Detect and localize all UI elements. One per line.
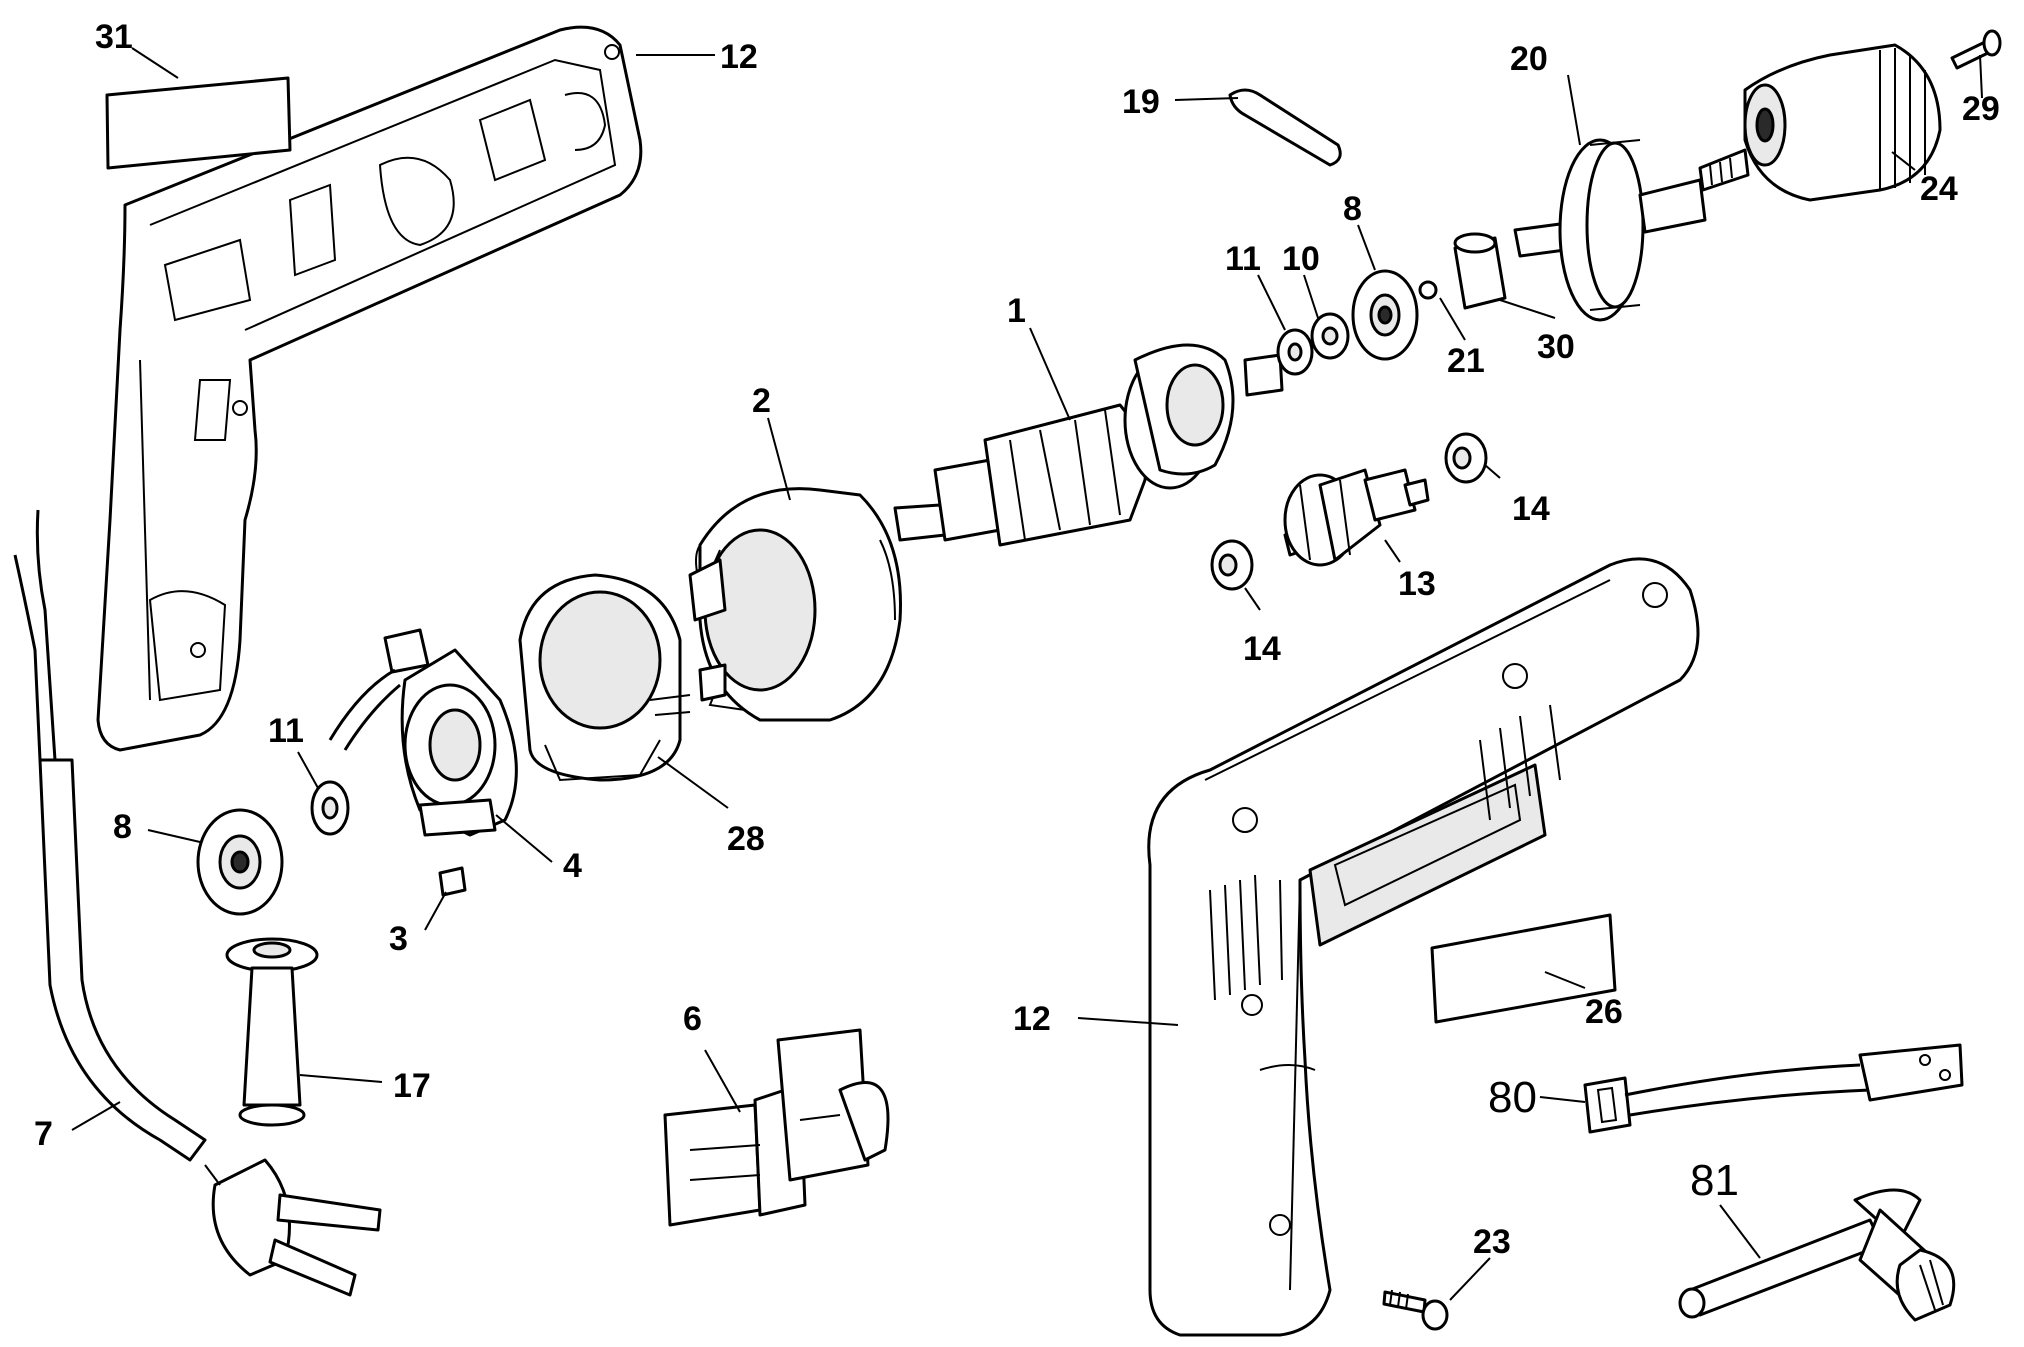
label-26: 26 xyxy=(1585,993,1623,1031)
screw-29 xyxy=(1950,29,2002,70)
washer-10 xyxy=(1310,312,1350,360)
label-1: 1 xyxy=(1007,292,1026,330)
key-holder-80 xyxy=(1583,1043,1964,1134)
label-31: 31 xyxy=(95,18,133,56)
label-plate-26 xyxy=(1430,913,1617,1024)
power-cord-7 xyxy=(13,509,382,1297)
label-20: 20 xyxy=(1510,40,1548,78)
strain-relief-17 xyxy=(225,937,319,1127)
housing-left-half xyxy=(96,25,643,752)
screw-23 xyxy=(1382,1289,1449,1331)
stator-field-2 xyxy=(688,487,902,722)
sleeve-30 xyxy=(1453,232,1507,310)
label-10: 10 xyxy=(1282,240,1320,278)
bearing-14-upper xyxy=(1444,432,1488,484)
label-23: 23 xyxy=(1473,1223,1511,1261)
intermediate-gear-13 xyxy=(1283,468,1430,567)
label-14-upper: 14 xyxy=(1512,490,1550,528)
label-7: 7 xyxy=(34,1115,53,1153)
spindle-gear-20 xyxy=(1513,138,1750,322)
label-8-lower: 8 xyxy=(113,808,132,846)
label-11-upper: 11 xyxy=(1225,240,1261,278)
label-4: 4 xyxy=(563,847,582,885)
label-80: 80 xyxy=(1488,1073,1537,1122)
label-2: 2 xyxy=(752,382,771,420)
fan-baffle-28 xyxy=(518,573,691,782)
label-30: 30 xyxy=(1537,328,1575,366)
label-24: 24 xyxy=(1920,170,1958,208)
housing-right-half xyxy=(1147,557,1700,1337)
label-17: 17 xyxy=(393,1067,431,1105)
bearing-8-left xyxy=(196,808,284,916)
bearing-14-lower xyxy=(1210,539,1254,591)
washer-11-left xyxy=(310,780,350,836)
label-11-lower: 11 xyxy=(268,712,304,750)
washer-11-right xyxy=(1276,328,1314,376)
ball-21 xyxy=(1418,280,1438,300)
label-19: 19 xyxy=(1122,83,1160,121)
part-labels: 31 12 19 20 29 24 8 11 10 1 21 30 2 14 1… xyxy=(34,18,2000,1261)
label-13: 13 xyxy=(1398,565,1436,603)
brush-holder-4 xyxy=(328,628,518,837)
label-14-lower: 14 xyxy=(1243,630,1281,668)
chuck-key-81 xyxy=(1678,1188,1956,1322)
label-12-top: 12 xyxy=(720,38,758,76)
switch-6 xyxy=(663,1028,890,1227)
bearing-8-right xyxy=(1351,269,1419,361)
label-81: 81 xyxy=(1690,1156,1739,1205)
brush-3 xyxy=(438,866,467,897)
chuck-24 xyxy=(1743,43,1942,202)
label-12-bottom: 12 xyxy=(1013,1000,1051,1038)
label-8-upper: 8 xyxy=(1343,190,1362,228)
label-3: 3 xyxy=(389,920,408,958)
label-21: 21 xyxy=(1447,342,1485,380)
label-29: 29 xyxy=(1962,90,2000,128)
armature-1 xyxy=(893,343,1284,547)
key-19 xyxy=(1228,88,1342,167)
label-28: 28 xyxy=(727,820,765,858)
leader-lines xyxy=(71,47,1983,1301)
label-6: 6 xyxy=(683,1000,702,1038)
label-plate-31 xyxy=(105,76,292,170)
